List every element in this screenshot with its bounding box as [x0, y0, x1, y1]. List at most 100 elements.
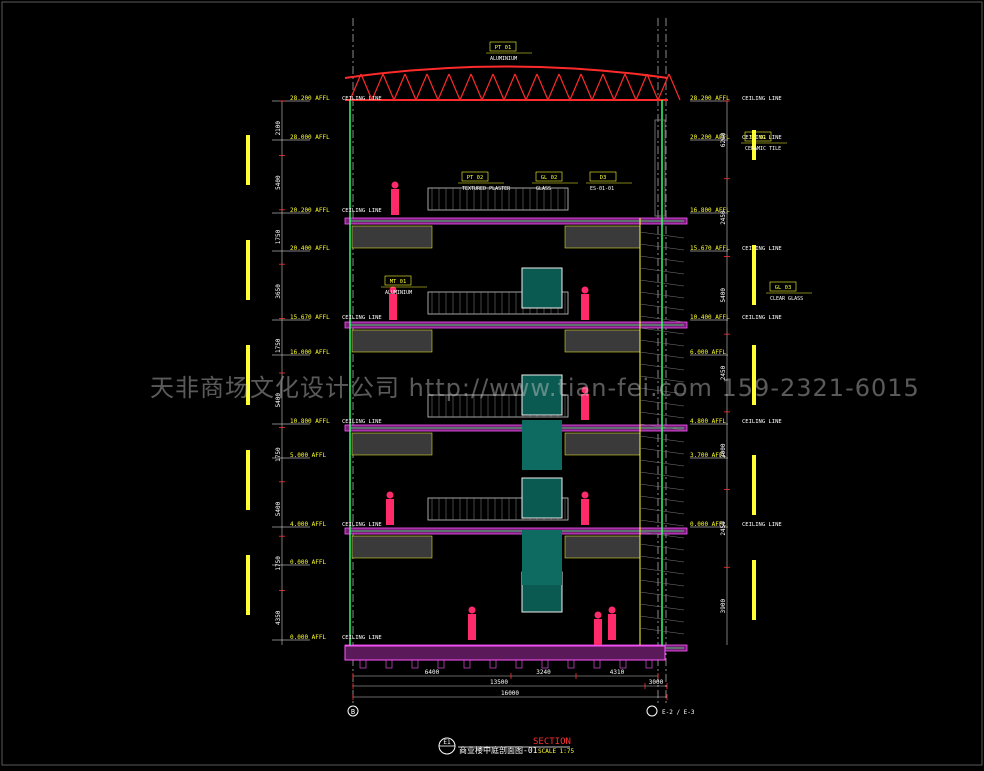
- curtain-mullion: [639, 243, 685, 251]
- roof-truss: [344, 65, 681, 101]
- level-left-label: CEILING LINE: [342, 208, 382, 214]
- level-left-value: 16.000 AFFL: [290, 349, 330, 356]
- dim-bottom-row1-value: 6400: [425, 669, 440, 676]
- level-right-label: CEILING LINE: [742, 315, 782, 321]
- height-note-bar: [246, 240, 250, 300]
- level-right-value: 20.200 AFFL: [690, 134, 730, 141]
- tag-code: GL 02: [541, 175, 558, 181]
- level-left-label: CEILING LINE: [342, 522, 382, 528]
- pile-cap: [411, 659, 419, 669]
- watermark-text: 天非商场文化设计公司 http://www.tian-fei.com 159-2…: [150, 374, 920, 402]
- height-note-bar: [752, 345, 756, 405]
- height-note-bar: [752, 560, 756, 620]
- dim-left-value: 3650: [275, 284, 282, 299]
- level-left-value: 20.200 AFFL: [290, 207, 330, 214]
- dim-left-value: 2100: [275, 121, 282, 136]
- dim-left-value: 4350: [275, 610, 282, 625]
- tag-code: PT 01: [495, 45, 512, 51]
- caption-title: 商业楼中庭剖面图-01: [459, 745, 538, 755]
- dim-left-value: 5400: [275, 175, 282, 190]
- truss-member: [393, 73, 406, 101]
- person-body: [581, 294, 589, 320]
- floor-hatch: [351, 535, 433, 559]
- floor-hatch: [564, 432, 641, 456]
- tag-code: MT 01: [390, 279, 407, 285]
- level-right-label: CEILING LINE: [742, 135, 782, 141]
- level-right-label: CEILING LINE: [742, 419, 782, 425]
- pile-cap: [359, 659, 367, 669]
- truss-member: [657, 73, 670, 101]
- truss-member: [481, 73, 494, 101]
- curtain-mullion: [639, 387, 685, 395]
- truss-member: [492, 73, 505, 101]
- level-left-label: CEILING LINE: [342, 635, 382, 641]
- curtain-mullion: [639, 555, 685, 563]
- balustrade: [427, 394, 569, 418]
- curtain-mullion: [639, 255, 685, 263]
- person-head: [468, 606, 476, 614]
- height-note-bar: [246, 555, 250, 615]
- glass-lift: [521, 267, 563, 613]
- curtain-mullion: [639, 351, 685, 359]
- truss-member: [558, 73, 571, 101]
- level-right-label: CEILING LINE: [742, 96, 782, 102]
- pile-cap: [489, 659, 497, 669]
- curtain-mullion: [639, 267, 685, 275]
- dim-bottom-row2-value: 3000: [649, 679, 664, 686]
- dim-left-value: 1750: [275, 556, 282, 571]
- dim-bottom-row1-value: 4310: [610, 669, 625, 676]
- level-left-value: 10.800 AFFL: [290, 418, 330, 425]
- pile-cap: [463, 659, 471, 669]
- tag-box: [535, 171, 563, 182]
- caption-section: SECTION: [533, 737, 571, 747]
- dim-right-value: 3000: [720, 443, 727, 458]
- lift-glass: [522, 530, 562, 585]
- curtain-mullion: [639, 339, 685, 347]
- level-left-label: CEILING LINE: [342, 315, 382, 321]
- pile-cap: [437, 659, 445, 669]
- pile-cap: [567, 659, 575, 669]
- tag-text: TEXTURED PLASTER: [462, 186, 511, 192]
- axis-label-right: E-2 / E-3: [662, 709, 695, 716]
- level-right-label: CEILING LINE: [742, 522, 782, 528]
- curtain-mullion: [639, 567, 685, 575]
- caption-scale: SCALE 1:75: [538, 748, 575, 755]
- truss-member: [437, 73, 450, 101]
- level-left-value: 20.400 AFFL: [290, 245, 330, 252]
- truss-member: [459, 73, 472, 101]
- truss-member: [382, 73, 395, 101]
- dim-bottom-row1-value: 3240: [536, 669, 551, 676]
- truss-member: [415, 73, 428, 101]
- lift-car: [521, 267, 563, 309]
- curtain-mullion: [639, 459, 685, 467]
- person-body: [581, 394, 589, 420]
- curtain-mullion: [639, 363, 685, 371]
- curtain-mullion: [639, 423, 685, 431]
- title-block: SECTION E1 商业楼中庭剖面图-01 SCALE 1:75: [438, 737, 575, 755]
- dim-right-value: 3900: [720, 599, 727, 614]
- person-body: [581, 499, 589, 525]
- tag-text: CERAMIC TILE: [745, 146, 781, 152]
- truss-member: [514, 73, 527, 101]
- level-right-value: 3.700 AFFL: [690, 452, 727, 459]
- tag-code: PT 02: [467, 175, 484, 181]
- person-head: [608, 606, 616, 614]
- level-left-value: 0.000 AFFL: [290, 634, 327, 641]
- dim-left-value: 1750: [275, 229, 282, 244]
- dim-bottom-row2-value: 13500: [490, 679, 508, 686]
- person-body: [391, 189, 399, 215]
- pile-cap: [593, 659, 601, 669]
- curtain-mullion: [639, 315, 685, 323]
- stair-section: [654, 119, 666, 217]
- grid-axes: [352, 18, 667, 705]
- truss-member: [470, 73, 483, 101]
- person-head: [594, 611, 602, 619]
- truss-member: [602, 73, 615, 101]
- truss-member: [624, 73, 637, 101]
- floor-hatch: [351, 432, 433, 456]
- person-head: [581, 286, 589, 294]
